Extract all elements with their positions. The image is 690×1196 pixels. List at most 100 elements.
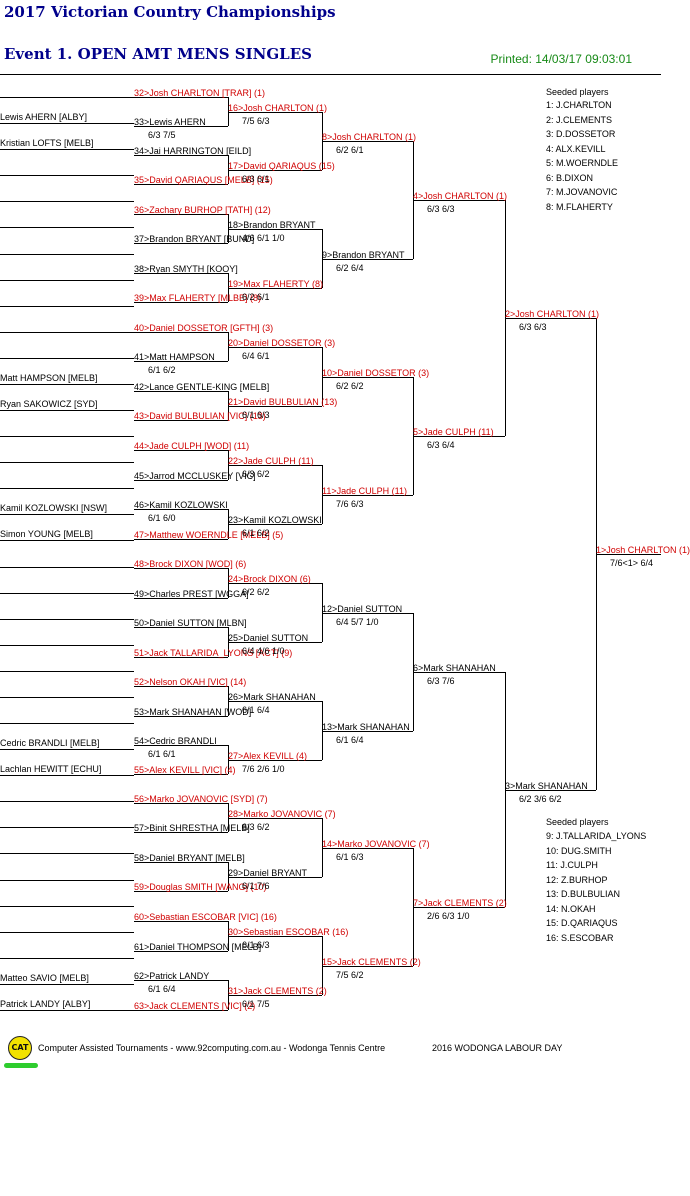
match-entry: 42>Lance GENTLE-KING [MELB] <box>134 382 270 392</box>
match-score: 6/1 6/0 <box>148 513 176 523</box>
seed-item: 7: M.JOVANOVIC <box>546 187 618 197</box>
match-entry: 63>Jack CLEMENTS [VIC] (2) <box>134 1001 256 1011</box>
seed-item: 2: J.CLEMENTS <box>546 114 613 125</box>
match-score: 6/2 3/6 6/2 <box>519 794 562 804</box>
match-score: 6/2 6/1 <box>336 145 364 155</box>
seed-item: 9: J.TALLARIDA_LYONS <box>546 831 647 841</box>
match-score: 6/2 6/1 <box>242 292 270 302</box>
logo-swoosh <box>4 1063 38 1068</box>
match-entry: 27>Alex KEVILL (4) <box>228 751 307 761</box>
match-entry: 54>Cedric BRANDLI <box>134 736 217 746</box>
match-entry: 30>Sebastian ESCOBAR (16) <box>228 927 349 937</box>
match-entry: 9>Brandon BRYANT <box>322 250 405 260</box>
match-entry: 31>Jack CLEMENTS (2) <box>228 986 327 996</box>
match-score: 6/3 6/2 <box>242 822 270 832</box>
match-score: 6/3 6/3 <box>427 204 455 214</box>
match-score: 6/3 7/5 <box>148 130 176 140</box>
match-score: 7/6<1> 6/4 <box>610 558 654 568</box>
qualifier-player: Cedric BRANDLI [MELB] <box>0 738 100 748</box>
match-entry: 61>Daniel THOMPSON [MELB] <box>134 942 262 952</box>
match-entry: 41>Matt HAMPSON <box>134 352 215 362</box>
match-entry: 23>Kamil KOZLOWSKI <box>228 515 322 525</box>
match-entry: 10>Daniel DOSSETOR (3) <box>322 368 430 378</box>
seed-item: 6: B.DIXON <box>546 172 594 183</box>
qualifier-player: Simon YOUNG [MELB] <box>0 529 93 539</box>
seed-item: 15: D.QARIAQUS <box>546 918 618 928</box>
match-score: 6/1 6/2 <box>148 365 176 375</box>
match-entry: 26>Mark SHANAHAN <box>228 692 316 702</box>
match-score: 6/3 6/3 <box>519 322 547 332</box>
cat-logo: CAT <box>8 1036 32 1060</box>
qualifier-player: Matteo SAVIO [MELB] <box>0 973 89 983</box>
seeded-players-heading-top: Seeded players <box>546 87 609 97</box>
draw-bracket-lines <box>0 97 661 1011</box>
match-entry: 34>Jai HARRINGTON [EILD] <box>134 146 252 156</box>
match-entry: 51>Jack TALLARIDA_LYONS [ACT] (9) <box>134 648 293 658</box>
qualifier-player: Kamil KOZLOWSKI [NSW] <box>0 503 108 513</box>
seed-item: 10: DUG.SMITH <box>546 845 612 856</box>
footer-credit: Computer Assisted Tournaments - www.92co… <box>38 1043 386 1053</box>
match-score: 6/4 6/1 <box>242 351 270 361</box>
match-entry: 40>Daniel DOSSETOR [GFTH] (3) <box>134 323 274 333</box>
match-score: 6/2 6/4 <box>336 263 364 273</box>
seed-item: 14: N.OKAH <box>546 903 596 914</box>
match-entry: 14>Marko JOVANOVIC (7) <box>322 839 430 849</box>
match-score: 7/6 2/6 1/0 <box>242 764 285 774</box>
qualifier-player: Patrick LANDY [ALBY] <box>0 999 91 1009</box>
match-entry: 55>Alex KEVILL [VIC] (4) <box>134 765 236 775</box>
match-score: 6/1 7/5 <box>242 999 270 1009</box>
match-entry: 32>Josh CHARLTON [TRAR] (1) <box>134 88 265 98</box>
match-entry: 50>Daniel SUTTON [MLBN] <box>134 618 247 628</box>
match-entry: 56>Marko JOVANOVIC [SYD] (7) <box>134 794 268 804</box>
match-entry: 8>Josh CHARLTON (1) <box>322 132 416 142</box>
qualifier-player: Lachlan HEWITT [ECHU] <box>0 764 102 774</box>
match-score: 2/6 6/3 1/0 <box>427 911 470 921</box>
match-score: 6/1 6/4 <box>242 705 270 715</box>
match-entry: 62>Patrick LANDY <box>134 971 210 981</box>
match-entry: 36>Zachary BURHOP [TATH] (12) <box>134 205 271 215</box>
match-entry: 13>Mark SHANAHAN <box>322 722 410 732</box>
match-entry: 48>Brock DIXON [WOD] (6) <box>134 559 247 569</box>
match-entry: 53>Mark SHANAHAN [WOD] <box>134 707 252 717</box>
match-entry: 22>Jade CULPH (11) <box>228 456 314 466</box>
match-entry: 6>Mark SHANAHAN <box>413 663 496 673</box>
header-divider <box>0 74 661 75</box>
match-entry: 17>David QARIAQUS (15) <box>228 161 335 171</box>
match-entry: 59>Douglas SMITH [WANG] (10) <box>134 882 267 892</box>
match-score: 6/1 6/4 <box>148 984 176 994</box>
match-entry: 1>Josh CHARLTON (1) <box>596 545 690 555</box>
match-score: 6/2 6/2 <box>242 587 270 597</box>
match-score: 6/1 6/2 <box>242 528 270 538</box>
match-score: 6/4 5/7 1/0 <box>336 617 379 627</box>
qualifier-player: Kristian LOFTS [MELB] <box>0 138 94 148</box>
seed-item: 13: D.BULBULIAN <box>546 889 621 899</box>
match-entry: 21>David BULBULIAN (13) <box>228 397 338 407</box>
match-entry: 20>Daniel DOSSETOR (3) <box>228 338 336 348</box>
seed-item: 5: M.WOERNDLE <box>546 158 619 168</box>
match-score: 7/5 6/2 <box>336 970 364 980</box>
match-score: 7/6 6/3 <box>336 499 364 509</box>
match-entry: 45>Jarrod MCCLUSKEY [VIC] <box>134 471 256 481</box>
match-score: 6/3 6/1 <box>242 174 270 184</box>
match-entry: 33>Lewis AHERN <box>134 117 206 127</box>
page-title: 2017 Victorian Country Championships <box>4 3 336 21</box>
match-entry: 60>Sebastian ESCOBAR [VIC] (16) <box>134 912 277 922</box>
seed-item: 3: D.DOSSETOR <box>546 129 616 139</box>
match-entry: 29>Daniel BRYANT <box>228 868 307 878</box>
seed-item: 16: S.ESCOBAR <box>546 932 614 943</box>
footer-tournament: 2016 WODONGA LABOUR DAY <box>432 1043 563 1053</box>
qualifier-player: Ryan SAKOWICZ [SYD] <box>0 399 98 409</box>
match-score: 6/1 6/3 <box>336 852 364 862</box>
match-entry: 52>Nelson OKAH [VIC] (14) <box>134 677 247 687</box>
match-entry: 37>Brandon BRYANT [BUND] <box>134 234 255 244</box>
printed-timestamp: Printed: 14/03/17 09:03:01 <box>490 52 632 66</box>
match-score: 6/1 7/6 <box>242 881 270 891</box>
seed-item: 12: Z.BURHOP <box>546 874 608 885</box>
match-entry: 44>Jade CULPH [WOD] (11) <box>134 441 250 451</box>
seeded-players-heading-bottom: Seeded players <box>546 817 609 827</box>
match-entry: 4>Josh CHARLTON (1) <box>413 191 507 201</box>
match-score: 4/6 6/1 1/0 <box>242 233 285 243</box>
match-score: 6/4 4/6 1/0 <box>242 646 285 656</box>
match-entry: 12>Daniel SUTTON <box>322 604 403 614</box>
match-score: 7/5 6/3 <box>242 116 270 126</box>
